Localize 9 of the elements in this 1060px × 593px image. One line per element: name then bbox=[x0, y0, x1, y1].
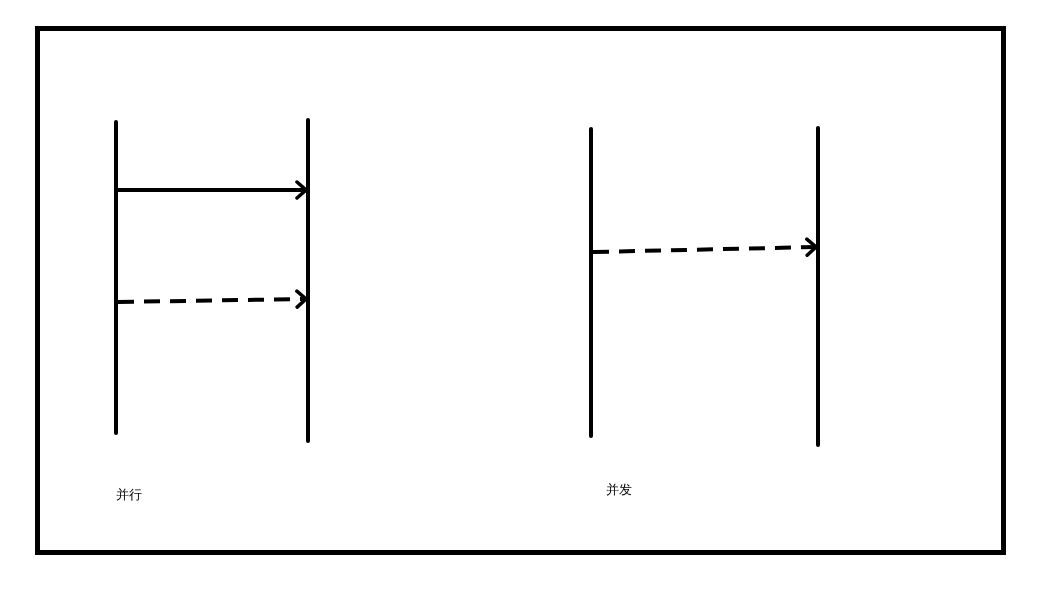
vertical-bar bbox=[589, 127, 593, 438]
caption: 并发 bbox=[606, 481, 632, 499]
vertical-bar bbox=[114, 120, 118, 435]
arrow bbox=[118, 180, 308, 200]
vertical-bar bbox=[816, 126, 820, 447]
vertical-bar bbox=[306, 118, 310, 443]
caption: 并行 bbox=[116, 486, 142, 504]
arrow bbox=[592, 237, 818, 257]
arrow bbox=[117, 289, 308, 309]
